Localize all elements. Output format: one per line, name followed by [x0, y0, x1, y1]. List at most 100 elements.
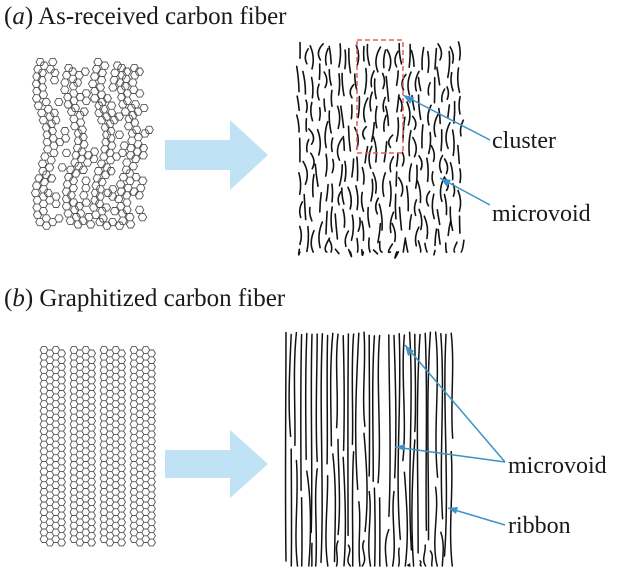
fibril — [430, 144, 436, 163]
fibril — [325, 210, 328, 235]
ribbon — [337, 438, 341, 536]
fibril — [395, 70, 399, 87]
fibril — [434, 47, 438, 70]
ribbon — [440, 333, 444, 520]
fibril — [427, 50, 430, 74]
fibril — [443, 158, 449, 175]
fibril — [323, 98, 326, 112]
fibril — [418, 208, 423, 231]
fibril — [395, 171, 398, 187]
fibril — [351, 158, 355, 178]
fibril — [416, 180, 422, 204]
fibril — [382, 49, 387, 69]
fibril — [437, 228, 441, 245]
fibril — [310, 101, 314, 122]
fibril — [297, 248, 301, 256]
cluster-pointer-line — [402, 94, 491, 141]
ribbon-pointer-line — [447, 507, 506, 526]
fibril — [407, 71, 412, 96]
fibril — [305, 99, 308, 113]
fibril — [408, 163, 413, 182]
fibril — [330, 89, 333, 108]
fibril — [357, 95, 361, 119]
panel-a-letter: a — [12, 3, 25, 30]
fibril — [421, 124, 424, 149]
fibril — [337, 73, 341, 96]
hexagon-column-a-3 — [87, 57, 130, 230]
fibril — [434, 228, 438, 247]
ribbon — [358, 500, 361, 567]
fibril — [437, 43, 443, 61]
fibril — [391, 222, 397, 243]
fibril — [444, 242, 448, 254]
ribbon — [414, 333, 417, 433]
fibril — [309, 152, 315, 170]
fibril — [370, 178, 374, 202]
fibril — [426, 157, 429, 183]
hexagon-column-b-3 — [99, 346, 127, 547]
fibril — [382, 96, 386, 113]
fibril — [433, 249, 436, 256]
fibril — [445, 122, 451, 150]
ribbon — [335, 333, 339, 429]
fibril — [388, 180, 392, 207]
fibril — [459, 168, 462, 184]
fibril — [451, 129, 455, 157]
fibril — [344, 230, 350, 248]
fibril — [427, 81, 431, 96]
ribbon — [347, 333, 350, 537]
fibril — [387, 134, 394, 149]
fibril — [417, 94, 422, 121]
fibril — [401, 73, 407, 91]
fibril — [386, 48, 392, 72]
ribbon — [347, 544, 352, 567]
panel-a-title: (a) As-received carbon fiber — [4, 3, 287, 30]
fibril — [384, 105, 390, 127]
microvoid-b-pointer-line-2 — [394, 446, 506, 463]
fibril — [440, 129, 443, 152]
panel-a-title-text: As-received carbon fiber — [38, 3, 287, 30]
fibril — [431, 193, 435, 220]
ribbon — [411, 439, 416, 567]
fibril — [362, 125, 368, 140]
fibril — [367, 206, 371, 228]
fibril — [460, 239, 465, 253]
fibril — [310, 76, 314, 99]
fibril — [337, 191, 342, 206]
fibril — [370, 121, 375, 143]
ribbon — [434, 486, 438, 567]
ribbon — [377, 334, 381, 484]
fibril — [311, 173, 315, 198]
fibril — [447, 220, 452, 237]
fibril — [453, 100, 456, 124]
fibril — [412, 136, 418, 158]
ribbon — [335, 540, 339, 567]
fibril — [378, 203, 383, 231]
fibril — [372, 136, 378, 163]
fibril — [304, 48, 309, 65]
fibril — [449, 162, 454, 181]
fibril — [374, 197, 380, 215]
fibril — [319, 192, 323, 213]
fibril — [425, 190, 431, 207]
fibril — [317, 43, 324, 61]
fibril — [296, 114, 300, 133]
fibril — [418, 155, 423, 171]
panel-a-process-arrow — [165, 120, 268, 190]
fibril — [367, 237, 371, 253]
ribbon — [397, 547, 401, 567]
ribbon — [310, 333, 313, 534]
fibril — [318, 107, 321, 121]
fibril — [375, 46, 382, 73]
ribbon — [443, 333, 448, 557]
fibril — [331, 158, 335, 174]
fibril — [438, 154, 444, 174]
ribbon — [314, 468, 318, 567]
fibril — [427, 131, 432, 155]
fibril — [450, 71, 454, 92]
fibril — [431, 171, 435, 187]
fibril — [306, 225, 310, 253]
ribbon-pointer-head — [448, 507, 458, 514]
fibril — [423, 215, 429, 240]
panel-a-fibril-field — [295, 41, 465, 259]
